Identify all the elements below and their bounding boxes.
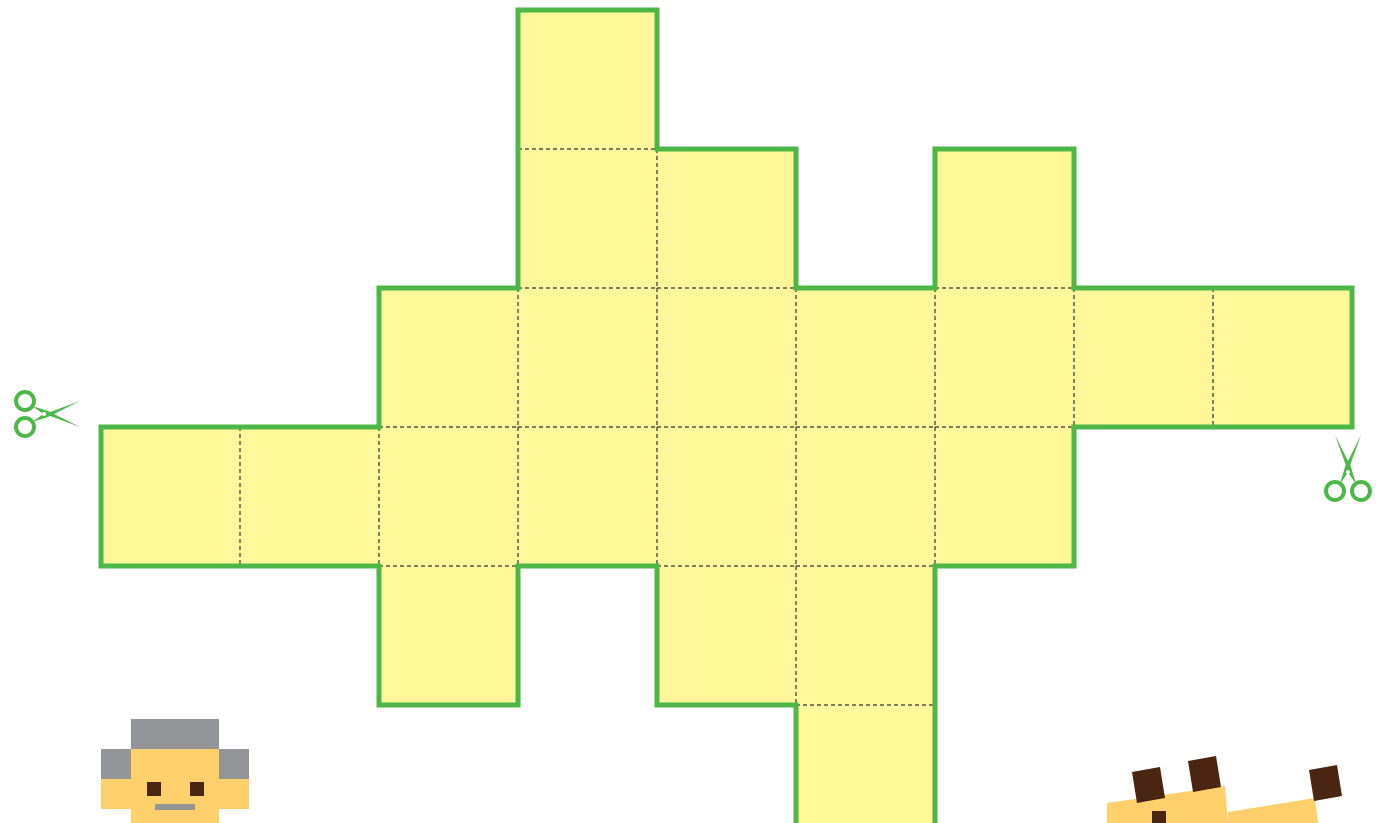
net-square	[1213, 288, 1353, 428]
net-square	[935, 149, 1075, 289]
net-square	[518, 288, 658, 428]
net-square	[1074, 288, 1214, 428]
net-square	[379, 288, 519, 428]
net-square	[101, 427, 241, 567]
net-square	[518, 427, 658, 567]
net-square	[796, 288, 936, 428]
net-square	[796, 705, 936, 823]
net-square	[796, 566, 936, 706]
net-square	[796, 427, 936, 567]
pixel-animal-icon	[1107, 756, 1342, 823]
pixel-character-icon	[101, 719, 249, 823]
net-square	[657, 149, 797, 289]
net-square	[935, 288, 1075, 428]
scissors-icon	[1326, 435, 1370, 500]
net-square	[240, 427, 380, 567]
net-square	[657, 288, 797, 428]
net-fill	[101, 10, 1353, 823]
net-square	[518, 149, 658, 289]
scissors-icon	[16, 392, 80, 436]
net-square	[518, 10, 658, 150]
net-square	[657, 566, 797, 706]
net-square	[935, 427, 1075, 567]
net-square	[379, 566, 519, 706]
net-square	[379, 427, 519, 567]
net-square	[657, 427, 797, 567]
